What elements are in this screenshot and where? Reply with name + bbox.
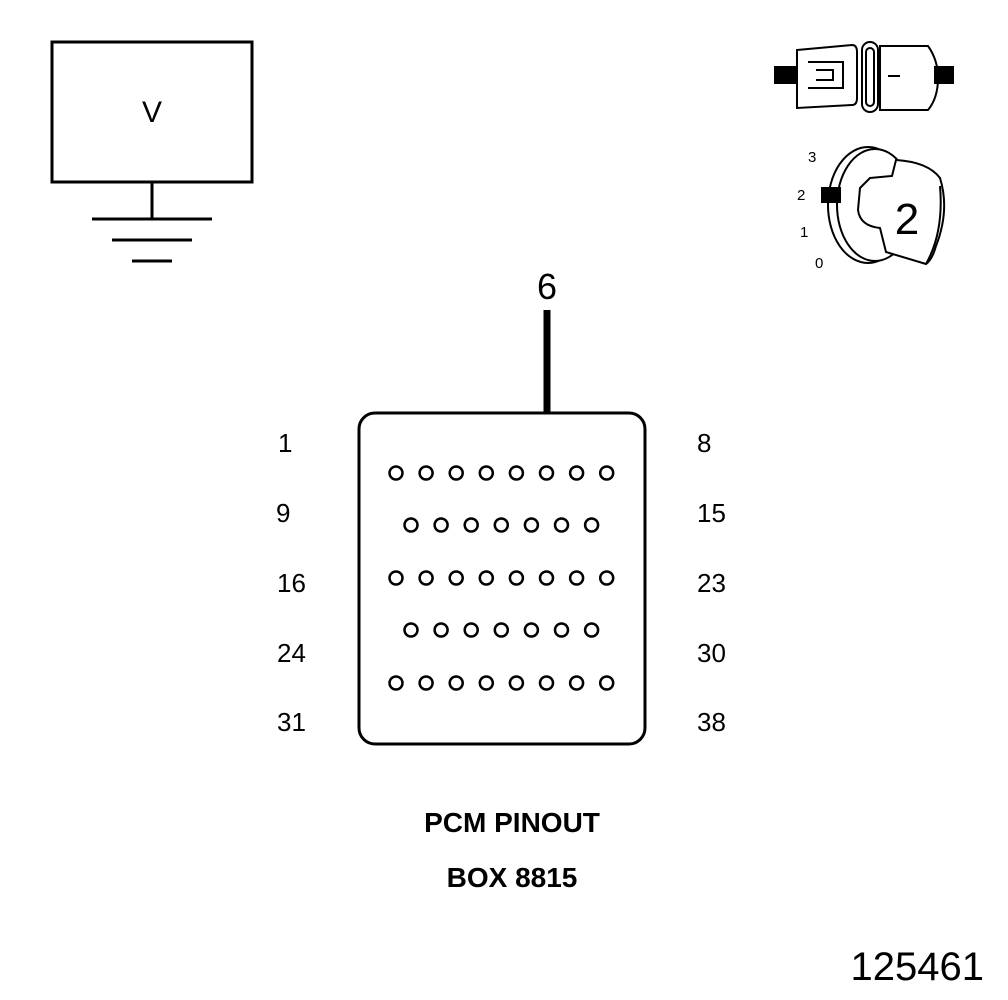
pin-8	[598, 465, 615, 481]
pin-10	[433, 517, 449, 533]
pin-label-1: 1	[278, 428, 292, 458]
pin-label-24: 24	[277, 638, 306, 668]
pin-32	[418, 675, 434, 691]
pin-25	[433, 622, 449, 638]
pin-34	[478, 675, 495, 691]
ignition-position-3: 3	[808, 149, 816, 166]
pin-4	[478, 465, 495, 481]
pin-7	[568, 465, 585, 481]
pin-17	[418, 570, 434, 586]
ignition-key-icon	[821, 146, 946, 266]
pin-label-9: 9	[276, 498, 290, 528]
pcm-connector-pins	[388, 465, 615, 691]
pin-13	[523, 517, 540, 533]
ignition-switch: 3 2 1 0 2	[797, 146, 946, 272]
pin-label-15: 15	[697, 498, 726, 528]
pin-28	[523, 622, 540, 638]
pin-5	[508, 465, 525, 481]
pin-2	[418, 465, 434, 481]
pin-label-38: 38	[697, 707, 726, 737]
pin-26	[463, 622, 479, 638]
pin-29	[553, 622, 570, 638]
pin-35	[508, 675, 525, 691]
pin-24	[403, 622, 419, 638]
pin-label-31: 31	[277, 707, 306, 737]
pcm-connector-body	[357, 411, 647, 746]
pin-15	[583, 517, 600, 533]
ignition-position-2: 2	[797, 187, 805, 204]
pin-37	[568, 675, 585, 691]
reference-number: 125461	[851, 945, 984, 989]
pin-18	[448, 570, 464, 586]
pin-labels-left: 1 9 16 24 31	[276, 428, 306, 737]
pin-23	[598, 570, 615, 586]
pin-label-16: 16	[277, 568, 306, 598]
ignition-selected-position: 2	[895, 195, 919, 244]
pin-12	[493, 517, 510, 533]
pin-label-8: 8	[697, 428, 711, 458]
pin-label-23: 23	[697, 568, 726, 598]
pin-11	[463, 517, 479, 533]
voltmeter: V	[50, 40, 254, 263]
pin-20	[508, 570, 525, 586]
pin-14	[553, 517, 570, 533]
pin-label-30: 30	[697, 638, 726, 668]
pin-33	[448, 675, 464, 691]
pin-1	[388, 465, 404, 481]
target-pin-number: 6	[537, 266, 557, 307]
voltmeter-box	[50, 40, 254, 184]
ground-icon	[92, 217, 212, 263]
caption-box: BOX 8815	[447, 862, 578, 893]
pin-31	[388, 675, 404, 691]
ignition-position-1: 1	[800, 224, 808, 241]
pin-38	[598, 675, 615, 691]
ignition-position-0: 0	[815, 255, 823, 272]
pin-3	[448, 465, 464, 481]
pin-9	[403, 517, 419, 533]
pin-27	[493, 622, 510, 638]
pin-labels-right: 8 15 23 30 38	[697, 428, 726, 737]
pin-19	[478, 570, 495, 586]
pin-22	[568, 570, 585, 586]
pin-6	[538, 465, 555, 481]
pin-21	[538, 570, 555, 586]
caption-title: PCM PINOUT	[424, 807, 600, 838]
pin-36	[538, 675, 555, 691]
pin-30	[583, 622, 600, 638]
pin-16	[388, 570, 404, 586]
voltmeter-symbol: V	[142, 96, 162, 129]
unplugged-connector-icon	[774, 41, 954, 113]
